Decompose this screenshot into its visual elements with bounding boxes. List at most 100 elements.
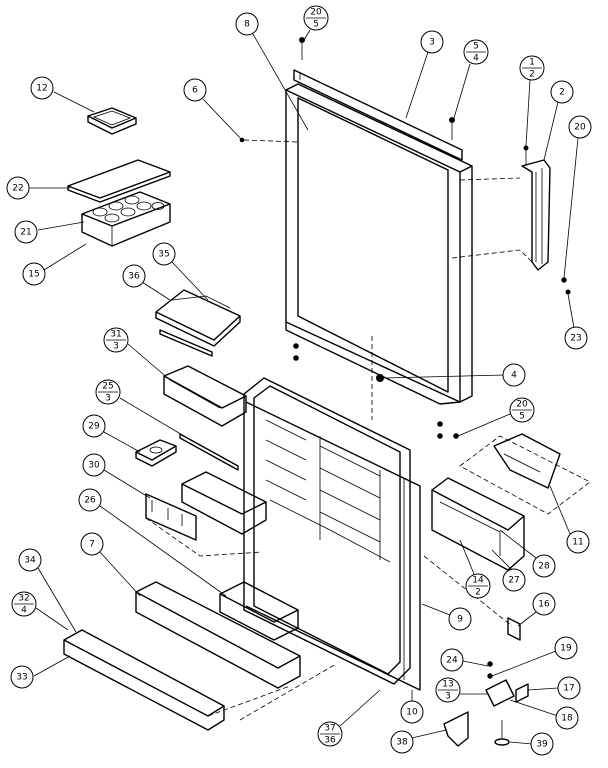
callout-39-label: 39 xyxy=(536,740,548,750)
callout-3: 3 xyxy=(405,30,444,119)
part-25-bar xyxy=(179,433,239,471)
part-mid-bin xyxy=(181,471,267,535)
callout-34: 34 xyxy=(18,548,77,633)
callout-13-3: 13 3 xyxy=(435,677,488,703)
drawer-guide-outline xyxy=(459,435,591,515)
callout-37-36-den: 36 xyxy=(324,736,336,746)
part-22-cover xyxy=(67,159,171,203)
part-30-bracket xyxy=(145,493,197,541)
callout-26: 26 xyxy=(78,488,227,597)
callout-11: 11 xyxy=(549,485,590,554)
callout-18-label: 18 xyxy=(561,714,573,724)
callout-34-label: 34 xyxy=(24,556,36,566)
callout-12-label: 12 xyxy=(36,84,47,94)
callout-6-label: 6 xyxy=(192,86,198,96)
callout-15: 15 xyxy=(22,243,87,286)
callout-31-3-den: 3 xyxy=(113,342,119,352)
part-12-tray xyxy=(87,107,137,135)
callout-23-label: 23 xyxy=(570,334,581,344)
callout-7: 7 xyxy=(80,532,141,597)
callout-36: 36 xyxy=(122,264,171,301)
callout-13-3-den: 3 xyxy=(445,692,451,702)
callout-30-label: 30 xyxy=(88,461,100,471)
part-33-rail xyxy=(63,629,225,731)
callouts: 12 22 21 15 6 8 xyxy=(6,5,592,756)
callout-28-label: 28 xyxy=(538,562,550,572)
callout-22-label: 22 xyxy=(12,184,23,194)
callout-28: 28 xyxy=(499,529,556,578)
callout-16: 16 xyxy=(517,592,556,627)
callout-20-5-mid-num: 20 xyxy=(516,400,528,410)
callout-9: 9 xyxy=(421,603,472,631)
callout-16-label: 16 xyxy=(538,600,550,610)
callout-9-label: 9 xyxy=(457,615,463,625)
assembly-lines xyxy=(145,139,533,721)
callout-39: 39 xyxy=(509,732,554,756)
callout-38: 38 xyxy=(390,729,447,754)
callout-32-4: 32 4 xyxy=(11,591,69,631)
callout-38-label: 38 xyxy=(396,738,408,748)
callout-27: 27 xyxy=(491,549,526,592)
callout-19-label: 19 xyxy=(560,644,572,654)
callout-25-3-num: 25 xyxy=(102,382,113,392)
callout-17-label: 17 xyxy=(563,684,574,694)
callout-25-3: 25 3 xyxy=(95,379,185,437)
callout-18: 18 xyxy=(509,699,579,730)
callout-35: 35 xyxy=(152,242,209,301)
callout-31-3: 31 3 xyxy=(103,327,171,381)
callout-19: 19 xyxy=(491,636,578,677)
callout-14-2-den: 2 xyxy=(475,588,481,598)
hinge-hardware xyxy=(443,617,529,747)
callout-7-label: 7 xyxy=(89,540,95,550)
callout-10: 10 xyxy=(400,690,424,724)
callout-4-label: 4 xyxy=(511,371,517,381)
callout-32-4-den: 4 xyxy=(21,606,27,616)
callout-1-2-num: 1 xyxy=(529,58,535,68)
part-8-door xyxy=(285,83,473,405)
callout-36-label: 36 xyxy=(128,272,140,282)
part-10-gasket xyxy=(245,401,421,691)
part-3-trim xyxy=(293,69,463,161)
callout-20-5-top-den: 5 xyxy=(313,20,319,30)
callout-6: 6 xyxy=(183,78,243,141)
callout-20: 20 xyxy=(563,115,592,279)
callout-5-4-den: 4 xyxy=(473,54,479,64)
callout-20-5-top-num: 20 xyxy=(310,8,322,18)
callout-5-4-num: 5 xyxy=(473,42,479,52)
callout-20-5-mid: 20 5 xyxy=(457,397,535,437)
part-2-handle xyxy=(521,159,551,271)
callout-3-label: 3 xyxy=(429,38,435,48)
callout-4: 4 xyxy=(383,363,526,387)
callout-15-label: 15 xyxy=(28,270,39,280)
callout-35-label: 35 xyxy=(158,250,169,260)
callout-14-2-num: 14 xyxy=(472,576,484,586)
callout-20-5-mid-den: 5 xyxy=(519,412,525,422)
callout-26-label: 26 xyxy=(84,496,96,506)
callout-8-label: 8 xyxy=(244,20,250,30)
part-31-bin xyxy=(163,365,247,427)
callout-13-3-num: 13 xyxy=(442,680,453,690)
callout-12: 12 xyxy=(30,76,95,113)
callout-20-label: 20 xyxy=(574,123,586,133)
part-11-drawer xyxy=(493,433,561,489)
part-7-shelf xyxy=(135,581,301,689)
callout-37-36-num: 37 xyxy=(324,724,335,734)
part-35-36-compartment xyxy=(155,289,241,357)
part-21-ice-tray xyxy=(81,191,171,247)
callout-23: 23 xyxy=(564,293,588,350)
callout-21-label: 21 xyxy=(20,228,31,238)
callout-31-3-num: 31 xyxy=(110,330,121,340)
callout-22: 22 xyxy=(6,176,70,200)
callout-24-label: 24 xyxy=(446,656,458,666)
callout-5-4: 5 4 xyxy=(453,39,489,119)
callout-30: 30 xyxy=(82,453,151,499)
callout-1-2-den: 2 xyxy=(529,70,535,80)
callout-14-2: 14 2 xyxy=(459,539,491,599)
part-29-egg-tray xyxy=(135,439,177,467)
cabinet-liner xyxy=(243,377,411,685)
callout-24: 24 xyxy=(440,648,489,672)
callout-10-label: 10 xyxy=(406,708,418,718)
callout-8: 8 xyxy=(235,12,309,131)
callout-29-label: 29 xyxy=(88,422,100,432)
